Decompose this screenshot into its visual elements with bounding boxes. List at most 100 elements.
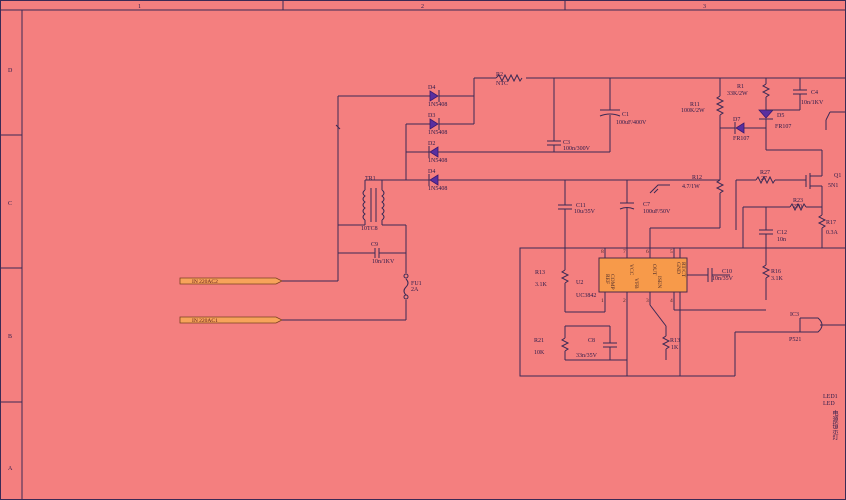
u2-pin5: 5 [670,249,673,255]
d5-value: FR107 [775,124,791,130]
resistor-r27: R27 27 [735,170,806,230]
wire-mark [335,124,341,130]
resistor-r21: R21 10K [534,325,610,360]
capacitor-c12: C12 10n [759,207,787,265]
row-label-a: A [8,466,13,472]
diode-d4-top: D4 1N5408 [428,85,474,108]
resistor-r1: R1 33K/2W [727,78,771,110]
u2-label-gnd: GND [675,262,681,274]
r2-ref: R2 [496,72,503,78]
d1-value: 1N5408 [428,186,447,192]
capacitor-c9: C9 10n/1KV [338,242,406,265]
capacitor-c1: C1 100uF/400V [599,78,647,152]
row-label-c: C [8,201,12,207]
optocoupler-ic3: IC3 P521 [680,312,846,377]
resistor-r12: R12 4.7/1W [682,175,725,228]
c3-ref: C3 [563,140,570,146]
r2-value: NTC [496,81,508,87]
u2-ref: U2 [576,280,583,286]
d1-ref: D4 [428,169,435,175]
ic3-ref: IC3 [790,312,799,318]
d7-ref: D7 [733,117,740,123]
r1-value: 33K/2W [727,91,748,97]
r17-value: 0.3A [826,230,839,236]
fu1-value: 2A [411,287,419,293]
svg-text:IN 220AC2: IN 220AC2 [192,279,218,285]
led1-ref: LED1 [823,394,838,400]
fu1-ref: FU1 [411,281,422,287]
c3-value: 100n/300V [563,146,591,152]
u2-value: UC3842 [576,293,596,299]
r17-ref: R17 [826,220,836,226]
tr1-ref: TR1 [365,176,376,182]
resistor-r2: R2 NTC [495,72,846,87]
c9-value: 10n/1KV [372,259,395,265]
u2-pin7: 7 [623,249,626,255]
resistor-r23: R23 270 [742,198,822,248]
r13b-ref: R13 [670,338,680,344]
ic-u2-uc3842: 8 7 6 5 1 2 3 4 REF VCC OUT GND COMP VFB… [576,249,688,304]
u2-label-vfb: VFB [633,278,639,289]
wire [825,111,831,121]
led1-value: LED [823,401,835,407]
diode-d3: D3 1N5408 [428,113,474,136]
d3-ref: D3 [428,113,435,119]
diode-d4-bottom: D4 1N5408 [428,169,720,192]
diode-d5: D5 FR107 [758,109,800,150]
transformer-tr1: TR1 10TC8 [361,176,385,232]
r11-value: 100K/2W [681,108,705,114]
d5-ref: D5 [777,113,784,119]
u2-pin8: 8 [601,249,604,255]
c4-value: 10n/1KV [801,100,824,106]
r13-value: 3.1K [535,282,548,288]
c1-value: 100uF/400V [616,120,647,126]
q1-ref: Q1 [834,173,841,179]
c12-ref: C12 [777,230,787,236]
svg-text:IN 220AC1: IN 220AC1 [192,318,218,324]
u2-label-vcc: VCC [628,264,634,276]
ic3-value: P521 [789,337,801,343]
capacitor-c11: C11 10u/35V [558,180,596,248]
r23-value: 270 [793,204,802,210]
d3-value: 1N5408 [428,130,447,136]
row-label-d: D [8,68,13,74]
connector-ac2[interactable]: IN 220AC2 [179,277,283,285]
c11-ref: C11 [576,203,586,209]
u2-pin2: 2 [623,298,626,304]
col-label-3: 3 [703,4,706,10]
resistor-r13-1k: R13 1K [649,304,680,360]
c11-value: 10u/35V [574,209,596,215]
q1-value: 5N1 [828,183,838,189]
capacitor-c7: C7 100uF/50V [619,180,671,230]
c9-ref: C9 [371,242,378,248]
r27-ref: R27 [760,170,770,176]
r1-ref: R1 [737,84,744,90]
resistor-r11: R11 100K/2W [681,78,725,180]
d4-ref: D4 [428,85,435,91]
d7-value: FR107 [733,136,749,142]
resistor-r16: R16 3.1K [761,264,784,300]
d2-ref: D2 [428,141,435,147]
r27-value: 27 [761,176,767,182]
r16-value: 3.1K [771,276,784,282]
r21-ref: R21 [534,338,544,344]
capacitor-c4: C4 10n/1KV [793,78,824,110]
capacitor-c3: C3 100n/300V [547,78,591,152]
d4-value: 1N5408 [428,102,447,108]
u2-label-comp: COMP [609,274,615,290]
r11-ref: R11 [690,102,700,108]
u2-pin3: 3 [646,298,649,304]
resistor-r17: R17 0.3A [817,214,839,248]
capacitor-c8: C8 33n/35V [565,326,627,361]
r12-value: 4.7/1W [682,184,700,190]
u2-pin6: 6 [646,249,649,255]
u2-pin1: 1 [601,298,604,304]
diode-d7: D7 FR107 [720,117,766,142]
connector-ac1[interactable]: IN 220AC1 [179,316,283,324]
u2-pin4: 4 [670,298,673,304]
fuse-fu1: FU1 2A [403,253,422,300]
u2-label-rtct: RT/CT [680,262,686,278]
c12-value: 10n [777,237,786,243]
